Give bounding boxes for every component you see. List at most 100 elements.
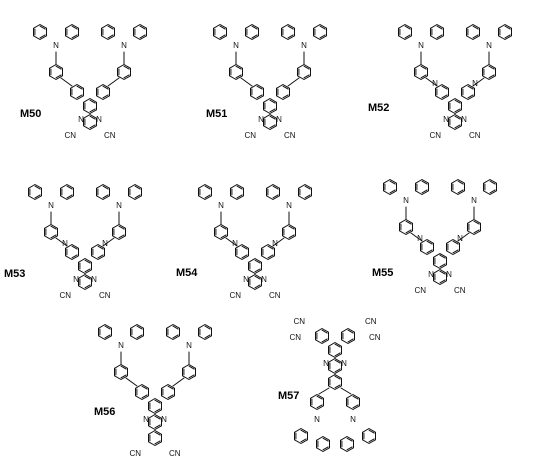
donor-right-phenyl-b-double-bond bbox=[319, 34, 326, 39]
pyrazine-ring-double-bond bbox=[454, 124, 461, 129]
cyano-right: CN bbox=[454, 286, 466, 295]
donor-left-phenyl-a-double-bond bbox=[219, 25, 226, 30]
arm-right-bond bbox=[107, 77, 120, 87]
core-left-ring-double-bond bbox=[441, 94, 448, 99]
donor-right-phenyl-b-double-bond bbox=[368, 438, 375, 443]
arm-left-phenylene-double-bond bbox=[405, 220, 412, 225]
cyano-left: CN bbox=[59, 291, 71, 300]
donor-right-phenyl-a-double-bond bbox=[102, 194, 109, 199]
core-right-ring bbox=[91, 244, 105, 260]
core-center-ring-double-bond bbox=[89, 108, 96, 113]
donor-left-phenyl-a bbox=[98, 324, 112, 340]
arm-left-phenylene-double-bond bbox=[316, 395, 323, 400]
arm-left-phenylene-double-bond bbox=[120, 365, 127, 370]
core-center-ring bbox=[148, 398, 162, 414]
core-left-ring-double-bond bbox=[141, 394, 148, 399]
donor-left-phenyl-b-double-bond bbox=[66, 194, 73, 199]
donor-right-phenyl-b-double-bond bbox=[139, 34, 146, 39]
core-center-ring-double-bond bbox=[84, 268, 91, 273]
pyrazine-n-left: N bbox=[428, 270, 434, 279]
arm-right-phenylene bbox=[467, 219, 481, 235]
arm-left-bond bbox=[240, 77, 253, 87]
donor-left-phenyl-a-double-bond bbox=[404, 34, 411, 39]
arm-right-bond bbox=[457, 232, 470, 242]
donor-right-phenyl-b bbox=[362, 428, 376, 444]
code-m56: M56 bbox=[94, 406, 116, 418]
arm-left-phenylene bbox=[414, 64, 428, 80]
arm-right-phenylene bbox=[117, 64, 131, 80]
donor-right-phenyl-b-double-bond bbox=[204, 325, 211, 330]
core-left-ring-double-bond bbox=[76, 85, 83, 90]
donor-right-phenyl-a-double-bond bbox=[107, 34, 114, 39]
pyridine-n-left: N bbox=[417, 234, 423, 243]
pyrazine-n-left: N bbox=[78, 115, 84, 124]
arm-right-phenylene bbox=[346, 394, 360, 410]
donor-right-phenyl-a-double-bond bbox=[107, 25, 114, 30]
pyrazine-ring bbox=[78, 274, 92, 290]
core-center-ring bbox=[433, 253, 447, 269]
pyrazine-n-right: N bbox=[96, 115, 102, 124]
donor-left-amine-n: N bbox=[218, 201, 224, 210]
donor-left-phenyl-a-double-bond bbox=[300, 438, 307, 443]
donor-right-phenyl-b bbox=[498, 24, 512, 40]
pyrazine-ring-double-bond bbox=[439, 279, 446, 284]
pyrazine-ring-double-bond bbox=[439, 270, 446, 275]
donor-right-phenyl-a bbox=[451, 179, 465, 195]
core-left-ring-double-bond bbox=[241, 254, 248, 259]
arm-right-phenylene bbox=[112, 224, 126, 240]
donor-left-phenyl-b-double-bond bbox=[436, 34, 443, 39]
donor-left-phenyl-a-double-bond bbox=[219, 34, 226, 39]
arm-right-phenylene-double-bond bbox=[188, 365, 195, 370]
donor-right-phenyl-b-double-bond bbox=[504, 34, 511, 39]
core-center-ring bbox=[248, 258, 262, 274]
cyano-left: CN bbox=[229, 291, 241, 300]
pyrazine-ring bbox=[433, 269, 447, 285]
donor-left-phenyl-b-double-bond bbox=[421, 189, 428, 194]
arm-right-phenylene-double-bond bbox=[303, 74, 310, 79]
pyrazine-ring-double-bond bbox=[269, 124, 276, 129]
core-center-ring-double-bond bbox=[154, 408, 161, 413]
pyrazine-ring-double-bond bbox=[254, 284, 261, 289]
donor-left-phenyl-a bbox=[28, 184, 42, 200]
donor-right-phenyl-b-double-bond bbox=[304, 185, 311, 190]
arm-right-phenylene-double-bond bbox=[123, 74, 130, 79]
arm-right-phenylene bbox=[297, 64, 311, 80]
core-center-ring-double-bond bbox=[269, 108, 276, 113]
donor-right-phenyl-a bbox=[281, 24, 295, 40]
code-m55: M55 bbox=[372, 267, 394, 279]
arm-right-phenylene bbox=[282, 224, 296, 240]
pyrazine-n-right: N bbox=[161, 415, 167, 424]
arm-right-bond bbox=[287, 77, 300, 87]
donor-left-phenyl-a bbox=[33, 24, 47, 40]
pyrazine-ring-double-bond bbox=[254, 275, 261, 280]
pyridine-n-left: N bbox=[232, 239, 238, 248]
core-center-ring-double-bond bbox=[89, 99, 96, 104]
pyrazine-ring bbox=[448, 114, 462, 130]
arm-left-bond bbox=[318, 387, 330, 395]
arm-right-phenylene-double-bond bbox=[473, 220, 480, 225]
benzo-ring-double-bond bbox=[154, 440, 161, 445]
donor-left-phenyl-b-double-bond bbox=[251, 34, 258, 39]
arm-left-phenylene bbox=[310, 394, 324, 410]
donor-left-phenyl-b bbox=[60, 184, 74, 200]
pyridine-n-right: N bbox=[102, 239, 108, 248]
donor-right-amine-n: N bbox=[121, 41, 127, 50]
donor-left-phenyl-a bbox=[398, 24, 412, 40]
core-center-ring bbox=[78, 258, 92, 274]
donor-left-phenyl-b bbox=[316, 436, 330, 452]
cyano-left: CN bbox=[244, 131, 256, 140]
arm-left-phenylene-double-bond bbox=[220, 225, 227, 230]
arm-left-bond bbox=[125, 377, 138, 387]
pyrazine-n-right: N bbox=[341, 359, 347, 368]
core-right-ring-double-bond bbox=[267, 254, 274, 259]
pyridine-n-left: N bbox=[432, 79, 438, 88]
donor-right-phenyl-b bbox=[133, 24, 147, 40]
